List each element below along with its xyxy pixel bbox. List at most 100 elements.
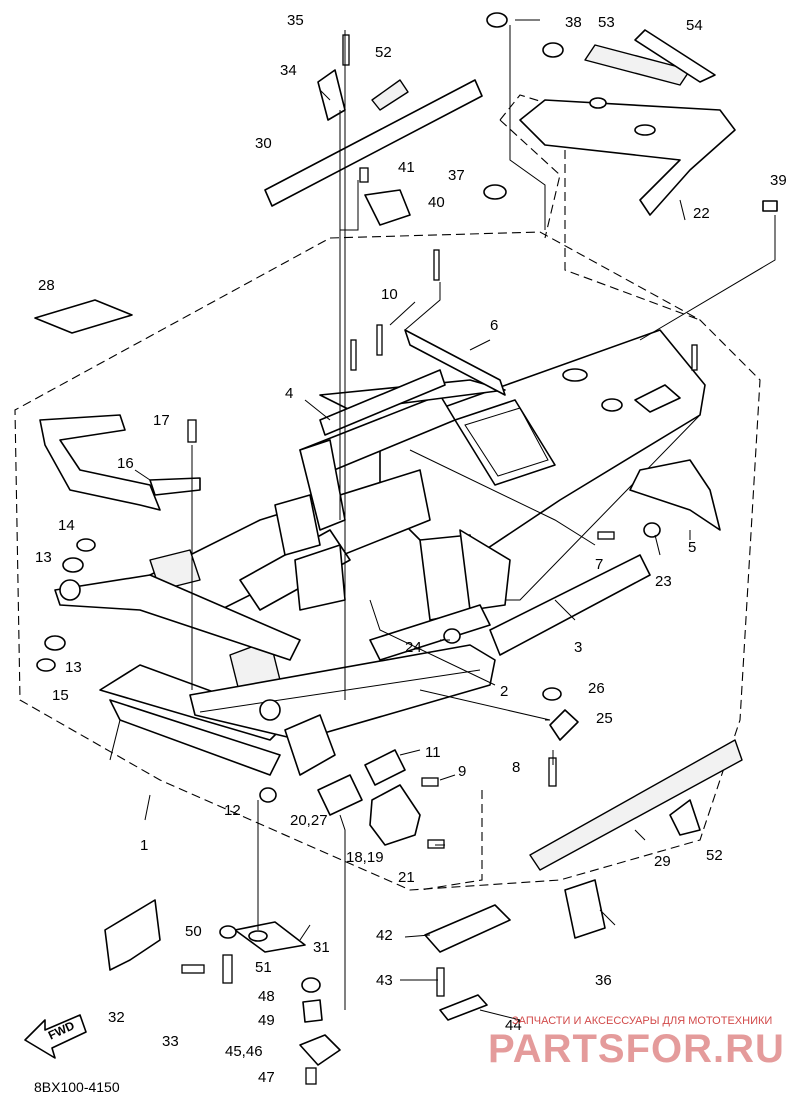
callout-31: 31 [313, 939, 330, 956]
seat-pan-22 [519, 99, 736, 216]
front-bumper-16 [39, 414, 161, 511]
plate-31 [234, 921, 306, 953]
bolt-47 [305, 1067, 317, 1085]
callout-17: 17 [153, 412, 170, 429]
callout-48: 48 [258, 988, 275, 1005]
bolt-10c [350, 339, 357, 371]
nut-48 [301, 977, 321, 993]
callout-53: 53 [598, 14, 615, 31]
callout-40: 40 [428, 194, 445, 211]
bolt-10a [433, 249, 440, 281]
callout-50: 50 [185, 923, 202, 940]
bolt-41 [359, 167, 369, 183]
nut-26 [542, 687, 562, 701]
callout-26: 26 [588, 680, 605, 697]
callout-54: 54 [686, 17, 703, 34]
mount-18-19 [369, 784, 421, 846]
callout-44: 44 [505, 1017, 522, 1034]
watermark: ЗАПЧАСТИ И АКСЕССУАРЫ ДЛЯ МОТОТЕХНИКИ PA… [488, 1015, 784, 1071]
callout-49: 49 [258, 1012, 275, 1029]
callout-7: 7 [595, 556, 603, 573]
bolt-rear [691, 344, 698, 371]
callout-43: 43 [376, 972, 393, 989]
side-decal-29 [529, 739, 743, 871]
callout-28: 28 [38, 277, 55, 294]
bushing-12 [259, 787, 277, 803]
callout-47: 47 [258, 1069, 275, 1086]
emblem-52-top [371, 79, 409, 111]
leader-lines [134, 19, 776, 1021]
bolt-43 [436, 967, 445, 997]
nut-24 [443, 628, 461, 644]
fwd-arrow: FWD [24, 1014, 87, 1059]
callout-9: 9 [458, 763, 466, 780]
callout-labels: 35 34 52 30 41 40 37 38 53 54 39 22 28 1… [35, 12, 787, 1086]
bolt-10b [376, 324, 383, 356]
brace-4 [319, 369, 446, 436]
callout-37: 37 [448, 167, 465, 184]
callout-25: 25 [596, 710, 613, 727]
bracket-5 [629, 459, 721, 531]
plate-28 [34, 299, 133, 334]
callout-39: 39 [770, 172, 787, 189]
callout-4: 4 [285, 385, 293, 402]
bracket-42 [424, 904, 511, 953]
bracket-45-46 [299, 1034, 341, 1066]
bracket-32 [104, 899, 161, 971]
bolt-7 [597, 531, 615, 540]
main-frame [54, 329, 706, 776]
callout-16: 16 [117, 455, 134, 472]
washer-50 [219, 925, 237, 939]
bolt-17 [187, 419, 197, 443]
callout-15: 15 [52, 687, 69, 704]
grommet-38a [486, 12, 508, 28]
watermark-tagline: ЗАПЧАСТИ И АКСЕССУАРЫ ДЛЯ МОТОТЕХНИКИ [512, 1015, 772, 1027]
bolt-51 [222, 954, 233, 984]
callout-13-lower: 13 [65, 659, 82, 676]
bolt-21 [427, 839, 445, 849]
callout-51: 51 [255, 959, 272, 976]
callout-1: 1 [140, 837, 148, 854]
callout-18-19: 18,19 [346, 849, 384, 866]
callout-30: 30 [255, 135, 272, 152]
emblem-52-bottom [669, 799, 701, 836]
strip-54 [634, 29, 716, 83]
clamp-40 [364, 189, 411, 226]
nut-23 [643, 522, 661, 538]
callout-6: 6 [490, 317, 498, 334]
callout-12: 12 [224, 802, 241, 819]
callout-10: 10 [381, 286, 398, 303]
plate-20-27 [317, 774, 363, 816]
bolt-35 [342, 34, 350, 66]
grommet-37 [483, 184, 507, 200]
bracket-34 [317, 69, 346, 121]
callout-13-upper: 13 [35, 549, 52, 566]
callout-52-top: 52 [375, 44, 392, 61]
callout-52-bottom: 52 [706, 847, 723, 864]
callout-23: 23 [655, 573, 672, 590]
callout-20-27: 20,27 [290, 812, 328, 829]
callout-22: 22 [693, 205, 710, 222]
side-decal-30 [264, 79, 483, 207]
bracket-25 [549, 709, 579, 741]
callout-2: 2 [500, 683, 508, 700]
callout-3: 3 [574, 639, 582, 656]
plate-11 [364, 749, 406, 786]
bolt-33 [181, 964, 205, 974]
callout-21: 21 [398, 869, 415, 886]
bolt-9 [421, 777, 439, 787]
callout-33: 33 [162, 1033, 179, 1050]
pad-36 [564, 879, 606, 939]
bushing-13b [44, 635, 66, 651]
callout-5: 5 [688, 539, 696, 556]
grommet-38b [542, 42, 564, 58]
callout-29: 29 [654, 853, 671, 870]
cross-bar-6 [404, 329, 506, 396]
callout-14: 14 [58, 517, 75, 534]
bushing-14 [76, 538, 96, 552]
callout-11: 11 [425, 744, 441, 761]
strip-44 [439, 994, 488, 1021]
callout-38: 38 [565, 14, 582, 31]
rail-2 [369, 604, 491, 661]
